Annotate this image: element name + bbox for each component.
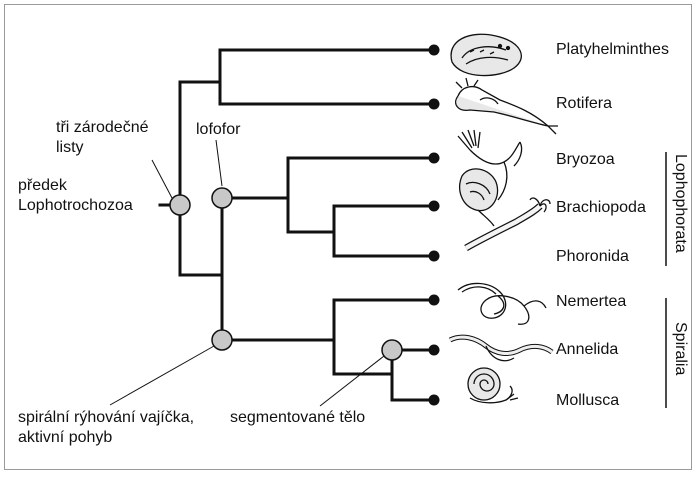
taxon-label-annelida: Annelida xyxy=(556,341,619,358)
taxon-label-mollusca: Mollusca xyxy=(556,392,620,409)
annotation-spiralni: spirální rýhování vajíčka, aktivní pohyb xyxy=(18,409,195,446)
node-segmentovane xyxy=(381,339,403,361)
annotation-segmentovane: segmentované tělo xyxy=(230,409,366,426)
brachiopod-icon xyxy=(459,168,499,227)
node-lofofor xyxy=(211,187,233,209)
terminal-dot xyxy=(428,200,440,212)
taxon-label-bryozoa: Bryozoa xyxy=(556,151,615,168)
leader-lofofor xyxy=(215,139,223,187)
node-spiralia xyxy=(211,329,233,351)
annotation-tri-zarodecne-listy: tři zárodečné listy xyxy=(56,119,149,156)
taxon-label-rotifera: Rotifera xyxy=(556,95,613,112)
terminal-dot xyxy=(428,44,440,56)
taxon-label-phoronida: Phoronida xyxy=(556,248,629,265)
taxon-label-brachiopoda: Brachiopoda xyxy=(556,199,646,216)
terminal-dot xyxy=(428,394,440,406)
phoronid-icon xyxy=(464,197,551,252)
taxon-label-nemertea: Nemertea xyxy=(556,293,627,310)
bryozoan-icon xyxy=(457,129,523,201)
node-predek xyxy=(169,194,191,216)
terminal-dot xyxy=(428,152,440,164)
figure-frame xyxy=(4,4,692,470)
terminal-dot xyxy=(428,344,440,356)
group-label-spiralia: Spiralia xyxy=(672,322,689,376)
flatworm-icon xyxy=(450,33,522,77)
annelid-icon xyxy=(448,334,554,362)
snail-icon xyxy=(467,367,519,404)
leader-spiralni xyxy=(109,345,215,406)
group-label-lophophorata: Lophophorata xyxy=(672,154,689,253)
rotifer-icon xyxy=(455,77,558,135)
terminal-dot xyxy=(428,98,440,110)
leader-segmentovane xyxy=(319,355,385,407)
leader-tri-zarodecne xyxy=(151,159,173,199)
taxon-label-platyhelminthes: Platyhelminthes xyxy=(556,41,669,58)
nemertean-icon xyxy=(457,282,547,325)
terminal-dot xyxy=(428,294,440,306)
annotation-lofofor: lofofor xyxy=(196,121,241,138)
terminal-dot xyxy=(428,250,440,262)
annotation-predek: předek Lophotrochozoa xyxy=(18,177,133,214)
